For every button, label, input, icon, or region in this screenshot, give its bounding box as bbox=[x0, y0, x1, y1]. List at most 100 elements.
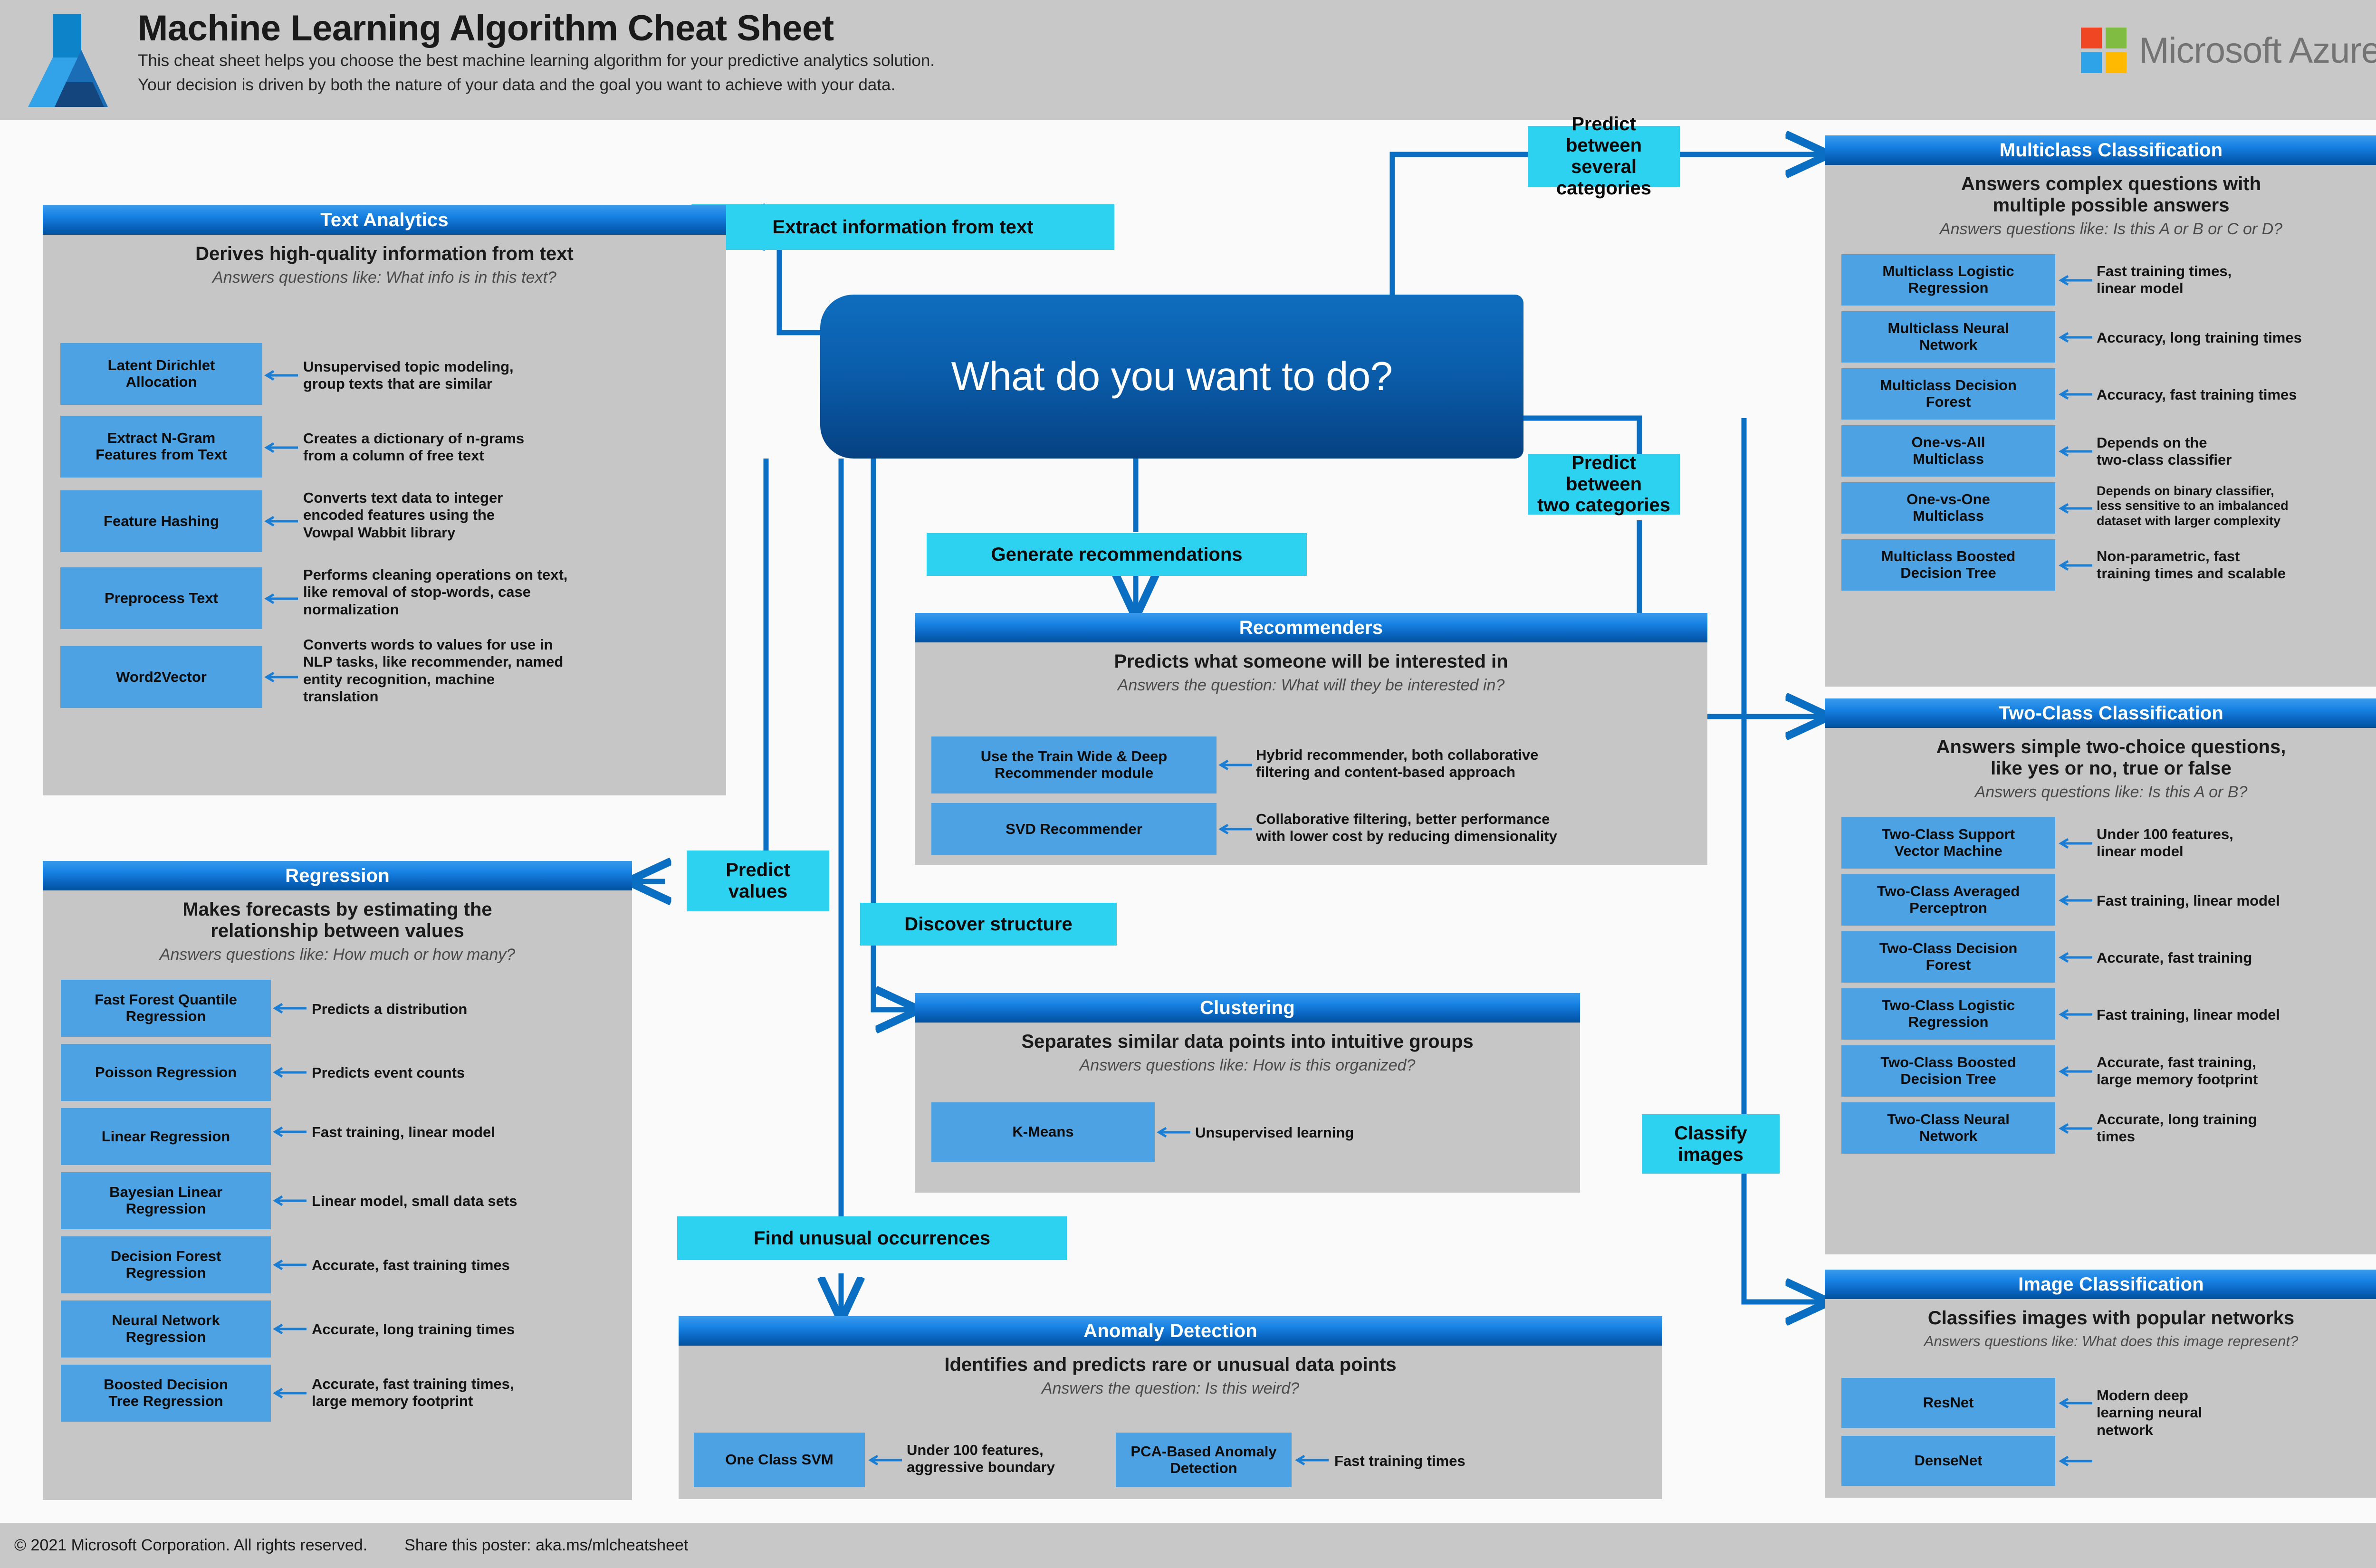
panel-question: Answers questions like: Is this A or B o… bbox=[1939, 220, 2283, 238]
algo-box[interactable]: One-vs-One Multiclass bbox=[1841, 482, 2055, 534]
arrow-left-icon bbox=[2059, 952, 2092, 963]
algo-box[interactable]: Two-Class Support Vector Machine bbox=[1841, 817, 2055, 869]
algo-box[interactable]: Preprocess Text bbox=[60, 567, 262, 629]
footer-share-link[interactable]: Share this poster: aka.ms/mlcheatsheet bbox=[404, 1536, 689, 1554]
panel-tagline: Answers complex questions with multiple … bbox=[1961, 173, 2261, 216]
algo-description: Depends on binary classifier, less sensi… bbox=[2097, 484, 2289, 528]
algo-box[interactable]: DenseNet bbox=[1841, 1436, 2055, 1486]
algo-box[interactable]: ResNet bbox=[1841, 1378, 2055, 1428]
algo-box[interactable]: Two-Class Neural Network bbox=[1841, 1102, 2055, 1154]
algo-box[interactable]: One Class SVM bbox=[694, 1433, 865, 1487]
algo-box[interactable]: Multiclass Neural Network bbox=[1841, 311, 2055, 363]
algo-box[interactable]: Latent Dirichlet Allocation bbox=[60, 343, 262, 405]
decision-label-text: Extract information from text bbox=[772, 216, 1034, 238]
arrow-left-icon bbox=[264, 442, 298, 453]
algo-box[interactable]: SVD Recommender bbox=[931, 803, 1217, 855]
algo-box[interactable]: Feature Hashing bbox=[60, 490, 262, 552]
panel-tagline: Makes forecasts by estimating the relati… bbox=[182, 899, 492, 941]
algo-box[interactable]: K-Means bbox=[931, 1102, 1155, 1162]
algo-box[interactable]: PCA-Based Anomaly Detection bbox=[1116, 1433, 1292, 1487]
algo-box[interactable]: Multiclass Boosted Decision Tree bbox=[1841, 539, 2055, 591]
panel-title: Image Classification bbox=[1825, 1270, 2376, 1299]
algo-box[interactable]: Use the Train Wide & Deep Recommender mo… bbox=[931, 736, 1217, 794]
algo-description: Accuracy, long training times bbox=[2097, 329, 2302, 346]
algo-description: Unsupervised topic modeling, group texts… bbox=[303, 358, 514, 392]
algo-box[interactable]: Extract N-Gram Features from Text bbox=[60, 416, 262, 478]
arrow-left-icon bbox=[2059, 1123, 2092, 1134]
algo-description: Fast training times bbox=[1334, 1453, 1466, 1469]
central-question-node: What do you want to do? bbox=[820, 295, 1523, 459]
panel-question: Answers questions like: What info is in … bbox=[212, 268, 556, 287]
decision-label-extract-information-from-text[interactable]: Extract information from text bbox=[691, 204, 1114, 250]
algo-description: Under 100 features, linear model bbox=[2097, 826, 2233, 860]
arrow-left-icon bbox=[2059, 1397, 2092, 1409]
algo-box[interactable]: Boosted Decision Tree Regression bbox=[61, 1365, 271, 1422]
algo-box[interactable]: One-vs-All Multiclass bbox=[1841, 425, 2055, 477]
microsoft-logo-icon bbox=[2081, 28, 2127, 73]
arrow-left-icon bbox=[273, 1323, 307, 1335]
arrow-left-icon bbox=[264, 370, 298, 381]
decision-label-classify-images[interactable]: Classify images bbox=[1642, 1114, 1780, 1174]
decision-label-text: Classify images bbox=[1674, 1122, 1747, 1165]
panel-title: Clustering bbox=[915, 993, 1580, 1023]
arrow-left-icon bbox=[273, 1126, 307, 1138]
algo-description: Accurate, fast training, large memory fo… bbox=[2097, 1054, 2258, 1088]
panel-title: Multiclass Classification bbox=[1825, 135, 2376, 165]
panel-title: Recommenders bbox=[915, 613, 1707, 642]
algo-box[interactable]: Bayesian Linear Regression bbox=[61, 1172, 271, 1229]
decision-label-text: Predict between two categories bbox=[1537, 452, 1671, 516]
arrow-left-icon bbox=[2059, 503, 2092, 514]
algo-box[interactable]: Two-Class Decision Forest bbox=[1841, 931, 2055, 983]
panel-question: Answers questions like: Is this A or B? bbox=[1974, 783, 2248, 801]
decision-label-discover-structure[interactable]: Discover structure bbox=[860, 903, 1117, 946]
panel-question: Answers the question: What will they be … bbox=[1117, 676, 1505, 694]
algo-description: Predicts event counts bbox=[312, 1064, 465, 1081]
decision-label-predict-values[interactable]: Predict values bbox=[687, 851, 829, 911]
algo-box[interactable]: Linear Regression bbox=[61, 1108, 271, 1165]
panel-tagline: Answers simple two-choice questions, lik… bbox=[1936, 736, 2286, 779]
header-subtitle-line-2: Your decision is driven by both the natu… bbox=[138, 76, 896, 95]
decision-label-text: Predict values bbox=[726, 860, 790, 902]
algo-box[interactable]: Neural Network Regression bbox=[61, 1300, 271, 1358]
panel-title: Text Analytics bbox=[43, 205, 726, 235]
decision-label-find-unusual-occurrences[interactable]: Find unusual occurrences bbox=[677, 1216, 1067, 1260]
algo-description: Fast training times, linear model bbox=[2097, 263, 2232, 297]
panel-title: Anomaly Detection bbox=[679, 1316, 1662, 1346]
algo-description: Accurate, long training times bbox=[2097, 1111, 2257, 1145]
panel-title: Two-Class Classification bbox=[1825, 698, 2376, 728]
panel-tagline: Classifies images with popular networks bbox=[1927, 1308, 2295, 1329]
header-subtitle-line-1: This cheat sheet helps you choose the be… bbox=[138, 51, 935, 70]
algo-description: Converts text data to integer encoded fe… bbox=[303, 489, 503, 541]
microsoft-azure-wordmark: Microsoft Azure bbox=[2139, 30, 2376, 71]
arrow-left-icon bbox=[2059, 1066, 2092, 1077]
panel-clustering: Clustering Separates similar data points… bbox=[915, 993, 1580, 1193]
panel-tagline: Separates similar data points into intui… bbox=[1021, 1031, 1474, 1052]
algo-box[interactable]: Two-Class Boosted Decision Tree bbox=[1841, 1045, 2055, 1097]
decision-label-generate-recommendations[interactable]: Generate recommendations bbox=[927, 533, 1307, 576]
decision-label-predict-between-several-categories[interactable]: Predict between several categories bbox=[1528, 114, 1680, 199]
algo-description: Performs cleaning operations on text, li… bbox=[303, 566, 568, 618]
algo-description: Accurate, fast training times bbox=[312, 1257, 510, 1273]
algo-box[interactable]: Multiclass Logistic Regression bbox=[1841, 254, 2055, 306]
page-footer: © 2021 Microsoft Corporation. All rights… bbox=[0, 1523, 2376, 1568]
algo-box[interactable]: Two-Class Averaged Perceptron bbox=[1841, 874, 2055, 926]
panel-question: Answers questions like: How is this orga… bbox=[1079, 1056, 1416, 1074]
panel-question: Answers the question: Is this weird? bbox=[1041, 1379, 1300, 1397]
algo-box[interactable]: Fast Forest Quantile Regression bbox=[61, 980, 271, 1037]
algo-description: Creates a dictionary of n-grams from a c… bbox=[303, 430, 525, 464]
algo-box[interactable]: Decision Forest Regression bbox=[61, 1236, 271, 1293]
header-text-block: Machine Learning Algorithm Cheat Sheet T… bbox=[138, 10, 1849, 96]
panel-anomaly-detection: Anomaly Detection Identifies and predict… bbox=[679, 1316, 1662, 1499]
algo-box[interactable]: Poisson Regression bbox=[61, 1044, 271, 1101]
algo-description: Hybrid recommender, both collaborative f… bbox=[1256, 746, 1539, 781]
algo-description: Depends on the two-class classifier bbox=[2097, 434, 2232, 468]
arrow-left-icon bbox=[868, 1454, 902, 1466]
decision-label-predict-between-two-categories[interactable]: Predict between two categories bbox=[1528, 452, 1680, 516]
arrow-left-icon bbox=[2059, 838, 2092, 849]
algo-description: Predicts a distribution bbox=[312, 1001, 468, 1017]
algo-box[interactable]: Word2Vector bbox=[60, 646, 262, 708]
arrow-left-icon bbox=[264, 516, 298, 527]
algo-box[interactable]: Two-Class Logistic Regression bbox=[1841, 988, 2055, 1040]
algo-description: Accurate, long training times bbox=[312, 1321, 515, 1338]
algo-box[interactable]: Multiclass Decision Forest bbox=[1841, 368, 2055, 420]
